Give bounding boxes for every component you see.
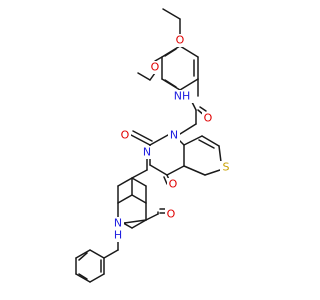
atom-sulfur-thiophene: S — [223, 161, 230, 174]
bond-line — [218, 145, 222, 163]
label-bg — [149, 61, 161, 74]
bond-line — [78, 252, 88, 261]
label-bg — [119, 129, 131, 142]
label-bg — [112, 229, 124, 242]
chemical-structure-diagram: O O NH O N O N S O O — [75, 8, 232, 283]
bond-line — [75, 273, 91, 283]
bond-line — [166, 165, 185, 176]
label-bg — [165, 208, 177, 221]
atom-oxygen-amide-bottom: O — [167, 208, 176, 221]
bond-line — [162, 8, 181, 20]
bond-line — [179, 78, 199, 91]
label-bg — [220, 161, 232, 174]
label-bg — [112, 217, 124, 230]
bond-line — [201, 135, 220, 147]
atom-nitrogen-ring-1: N — [170, 129, 178, 142]
label-bg — [202, 112, 214, 125]
atom-oxygen-methoxy-left: O — [151, 61, 160, 74]
bond-line — [199, 106, 207, 112]
bond-line — [149, 134, 169, 146]
bond-line — [183, 135, 203, 146]
bond-line — [89, 273, 105, 283]
bond-line — [191, 101, 197, 111]
bond-line — [154, 56, 163, 62]
label-bg — [141, 146, 153, 159]
bond-line — [149, 164, 168, 176]
bond-line — [204, 169, 221, 176]
atom-labels-layer: O O NH O N O N S O O — [112, 34, 232, 242]
atom-oxygen-methoxy-top: O — [176, 34, 185, 47]
bonds-layer — [75, 8, 222, 283]
atom-nitrogen-amide-bottom: N — [114, 217, 122, 230]
bond-line — [149, 72, 156, 81]
atom-oxygen-amide-top: O — [204, 112, 213, 125]
molecule-canvas: O O NH O N O N S O O — [75, 8, 232, 283]
atom-nitrogen-ring-3: N — [143, 146, 151, 159]
bond-line — [132, 130, 153, 142]
bond-line — [123, 219, 147, 224]
bond-line — [137, 72, 151, 81]
bond-line — [131, 177, 147, 187]
bond-line — [131, 219, 147, 229]
bond-line — [131, 194, 147, 204]
atom-oxygen-ring-2: O — [121, 129, 130, 142]
bond-line — [130, 134, 151, 146]
bond-line — [78, 273, 88, 280]
bond-line — [179, 123, 197, 135]
bond-line — [131, 169, 148, 179]
bond-line — [89, 249, 105, 259]
bond-line — [103, 249, 119, 259]
bond-line — [117, 194, 133, 204]
atom-hydrogen-amide-bottom: H — [114, 229, 122, 242]
label-bg — [174, 34, 186, 47]
label-bg — [168, 129, 180, 142]
bond-line — [183, 165, 206, 176]
bond-line — [145, 213, 159, 221]
bond-line — [179, 45, 199, 58]
bond-line — [75, 249, 91, 259]
bond-line — [163, 176, 168, 185]
atom-oxygen-ring-4: O — [169, 178, 178, 191]
bond-line — [164, 79, 177, 88]
label-bg — [167, 178, 179, 191]
atom-amide-nh-top: NH — [174, 90, 191, 103]
label-bg — [170, 90, 194, 103]
bond-line — [117, 177, 133, 187]
bond-line — [164, 48, 177, 57]
bond-line — [198, 139, 215, 149]
